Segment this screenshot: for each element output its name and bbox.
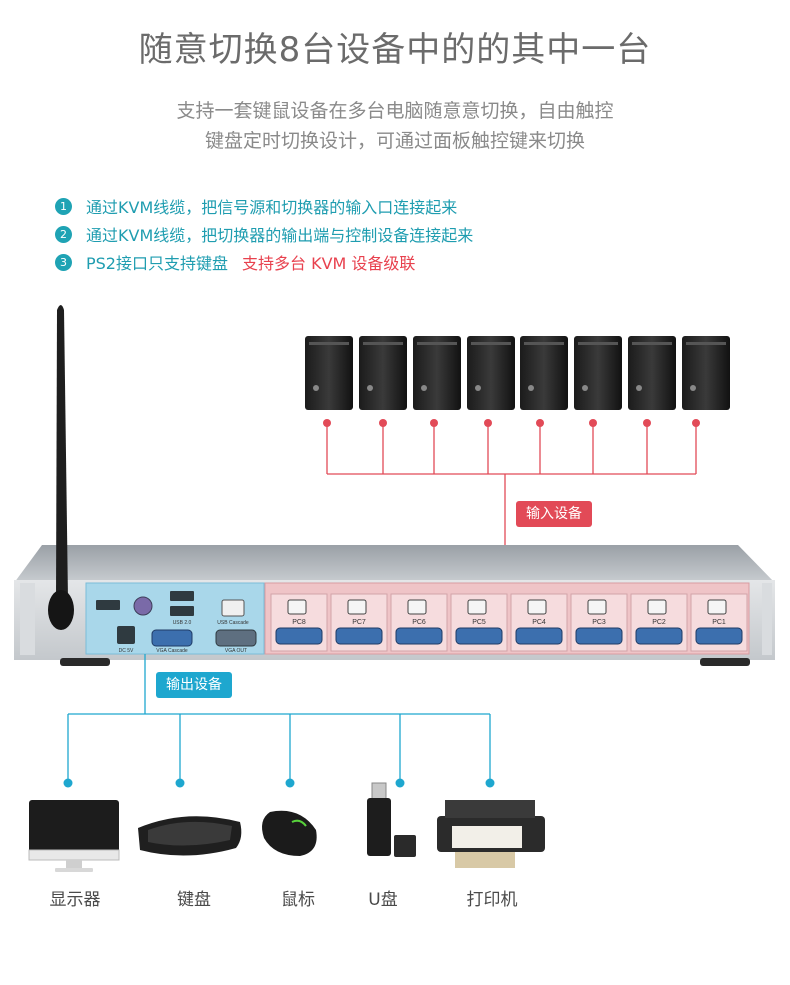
panel-label-vga-out: VGA OUT [225, 648, 247, 654]
feature-item-1: 1 通过KVM线缆，把信号源和切换器的输入口连接起来 [55, 195, 457, 217]
output-dots [63, 778, 495, 788]
page-title: 随意切换8台设备中的的其中一台 [138, 30, 652, 70]
pc-tower-icon [467, 336, 515, 410]
port-label: PC6 [412, 619, 426, 626]
device-label-mouse: 鼠标 [281, 890, 315, 910]
feature-text: 通过KVM线缆，把切换器的输出端与控制设备连接起来 [86, 226, 474, 245]
input-ports [270, 593, 748, 652]
device-label-monitor: 显示器 [49, 890, 101, 910]
feature-item-2: 2 通过KVM线缆，把切换器的输出端与控制设备连接起来 [55, 223, 473, 245]
input-device-tag: 输入设备 [516, 501, 592, 527]
number-badge-icon: 1 [55, 197, 72, 215]
feature-item-3: 3 PS2接口只支持键盘 支持多台 KVM 设备级联 [55, 251, 415, 273]
port-label: PC5 [472, 619, 486, 626]
feature-text: 通过KVM线缆，把信号源和切换器的输入口连接起来 [86, 198, 458, 217]
monitor-icon [28, 800, 120, 872]
subtitle-line-1: 支持一套键鼠设备在多台电脑随意意切换，自由触控 [176, 100, 614, 122]
mouse-icon [262, 810, 317, 856]
port-label: PC4 [532, 619, 546, 626]
port-label: PC1 [712, 619, 726, 626]
feature-text: PS2接口只支持键盘 [86, 254, 228, 273]
device-label-usb-drive: U盘 [368, 890, 398, 910]
input-dots [323, 419, 700, 427]
pc-tower-icon [413, 336, 461, 410]
port-label: PC8 [292, 619, 306, 626]
keyboard-icon [138, 816, 242, 856]
feature-highlight: 支持多台 KVM 设备级联 [242, 254, 416, 273]
port-label: PC7 [352, 619, 366, 626]
panel-label-usb2: USB 2.0 [173, 620, 192, 626]
device-label-keyboard: 键盘 [177, 890, 211, 910]
printer-icon [437, 800, 545, 868]
pc-tower-icon [574, 336, 622, 410]
panel-label-vga-cascade: VGA Cascade [156, 648, 188, 654]
output-device-tag: 输出设备 [156, 672, 232, 698]
subtitle-line-2: 键盘定时切换设计，可通过面板触控键来切换 [204, 130, 585, 152]
pc-tower-icon [305, 336, 353, 410]
panel-label-usb-cascade: USB Cascade [217, 620, 249, 626]
pc-towers [305, 336, 730, 410]
pc-tower-icon [628, 336, 676, 410]
pc-tower-icon [520, 336, 568, 410]
pc-tower-icon [682, 336, 730, 410]
port-label: PC2 [652, 619, 666, 626]
panel-label-dc: DC 5V [119, 648, 134, 654]
number-badge-icon: 3 [55, 253, 72, 271]
number-badge-icon: 2 [55, 225, 72, 243]
port-label: PC3 [592, 619, 606, 626]
usb-drive-icon [367, 782, 416, 857]
pc-tower-icon [359, 336, 407, 410]
output-lines [67, 654, 491, 783]
device-label-printer: 打印机 [466, 890, 518, 910]
antenna-icon [48, 305, 74, 630]
